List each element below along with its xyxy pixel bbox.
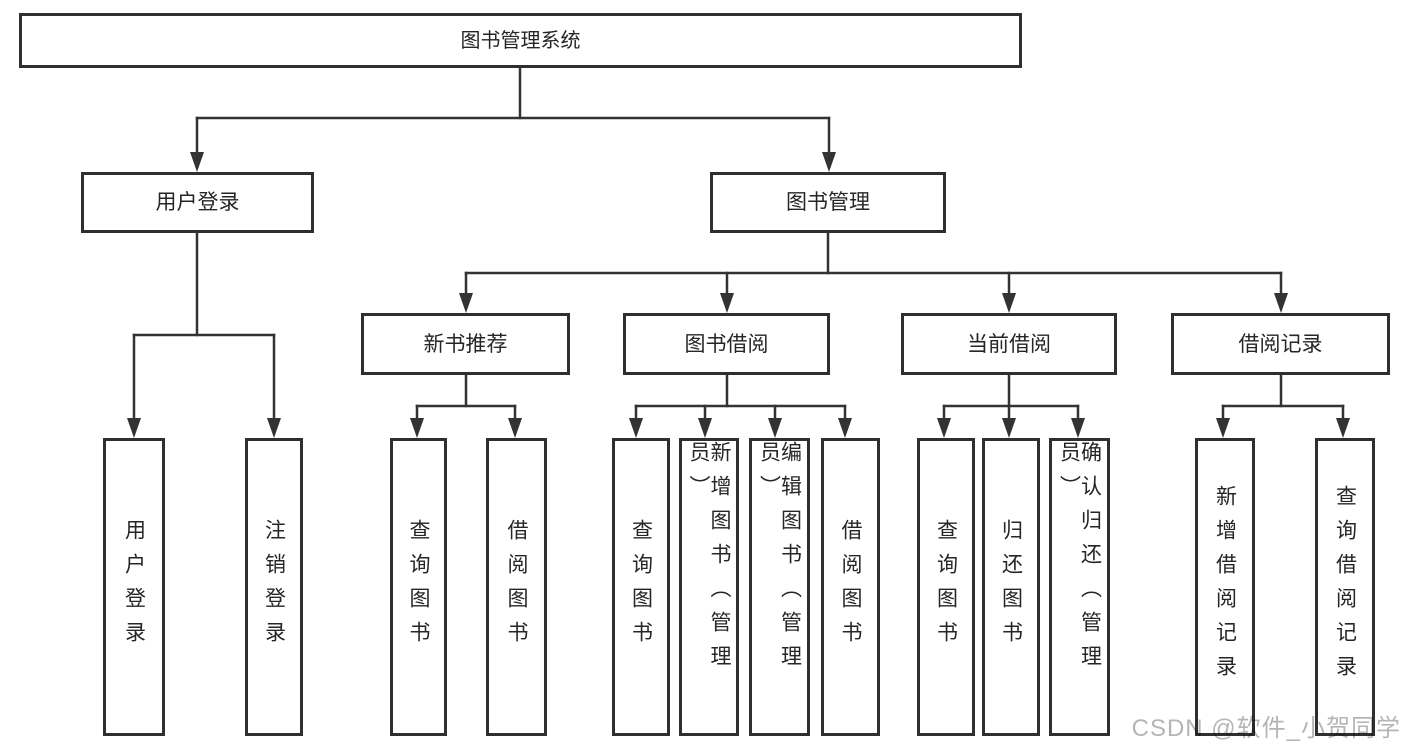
connector xyxy=(190,66,836,172)
node-label: 图书管理系统 xyxy=(460,29,581,52)
arrow-down-icon xyxy=(698,418,712,438)
node-label: 图书借阅 xyxy=(684,332,769,356)
node-label: 新增图书（管理员） xyxy=(687,441,731,680)
arrow-down-icon xyxy=(720,293,734,313)
arrow-down-icon xyxy=(629,418,643,438)
node-label: 注销登录 xyxy=(262,518,286,656)
node-cb-confirm-return: 确认归还（管理员） xyxy=(1049,438,1110,736)
arrow-down-icon xyxy=(1071,418,1085,438)
node-nbr-borrow-books: 借阅图书 xyxy=(486,438,547,736)
node-leaf-user-login: 用户登录 xyxy=(103,438,165,736)
node-cb-query-books: 查询图书 xyxy=(917,438,975,736)
node-nbr-query-books: 查询图书 xyxy=(390,438,447,736)
node-borrow-records: 借阅记录 xyxy=(1171,313,1390,375)
arrow-down-icon xyxy=(410,418,424,438)
node-label: 归还图书 xyxy=(999,518,1023,656)
node-bb-query-books: 查询图书 xyxy=(612,438,670,736)
node-label: 确认归还（管理员） xyxy=(1057,441,1102,680)
node-user-login: 用户登录 xyxy=(81,172,314,233)
node-br-add-record: 新增借阅记录 xyxy=(1195,438,1255,736)
node-bb-add-books: 新增图书（管理员） xyxy=(679,438,739,736)
node-label: 新增借阅记录 xyxy=(1213,484,1237,690)
node-label: 查询图书 xyxy=(407,518,430,656)
node-label: 编辑图书（管理员） xyxy=(757,441,802,680)
connector xyxy=(127,231,281,438)
arrow-down-icon xyxy=(1216,418,1230,438)
arrow-down-icon xyxy=(127,418,141,438)
arrow-down-icon xyxy=(838,418,852,438)
node-label: 用户登录 xyxy=(155,191,240,214)
arrow-down-icon xyxy=(1002,418,1016,438)
node-label: 查询借阅记录 xyxy=(1333,484,1357,690)
node-label: 当前借阅 xyxy=(967,332,1051,356)
node-current-borrow: 当前借阅 xyxy=(901,313,1117,375)
watermark: CSDN @软件_小贺同学 xyxy=(1131,715,1401,742)
node-label: 图书管理 xyxy=(786,191,870,214)
arrow-down-icon xyxy=(459,293,473,313)
node-bb-borrow-books: 借阅图书 xyxy=(821,438,880,736)
arrow-down-icon xyxy=(190,152,204,172)
connector xyxy=(937,373,1085,438)
node-cb-return-books: 归还图书 xyxy=(982,438,1040,736)
node-label: 用户登录 xyxy=(122,518,146,656)
arrow-down-icon xyxy=(1336,418,1350,438)
node-br-query-record: 查询借阅记录 xyxy=(1315,438,1375,736)
node-book-borrow: 图书借阅 xyxy=(623,313,830,375)
node-new-book-rec: 新书推荐 xyxy=(361,313,570,375)
node-leaf-logout: 注销登录 xyxy=(245,438,303,736)
arrow-down-icon xyxy=(1274,293,1288,313)
node-book-system: 图书管理系统 xyxy=(19,13,1022,68)
connector xyxy=(459,231,1288,313)
node-label: 查询图书 xyxy=(934,518,958,656)
arrow-down-icon xyxy=(267,418,281,438)
node-label: 借阅图书 xyxy=(839,518,862,656)
connector xyxy=(629,373,852,438)
node-bb-edit-books: 编辑图书（管理员） xyxy=(749,438,810,736)
node-book-mgmt: 图书管理 xyxy=(710,172,946,233)
node-label: 查询图书 xyxy=(629,518,653,656)
node-label: 新书推荐 xyxy=(423,332,508,356)
connector xyxy=(410,373,522,438)
node-label: 借阅记录 xyxy=(1238,332,1323,356)
connector xyxy=(1216,373,1350,438)
arrow-down-icon xyxy=(508,418,522,438)
node-label: 借阅图书 xyxy=(505,518,528,656)
arrow-down-icon xyxy=(1002,293,1016,313)
arrow-down-icon xyxy=(768,418,782,438)
arrow-down-icon xyxy=(937,418,951,438)
arrow-down-icon xyxy=(822,152,836,172)
